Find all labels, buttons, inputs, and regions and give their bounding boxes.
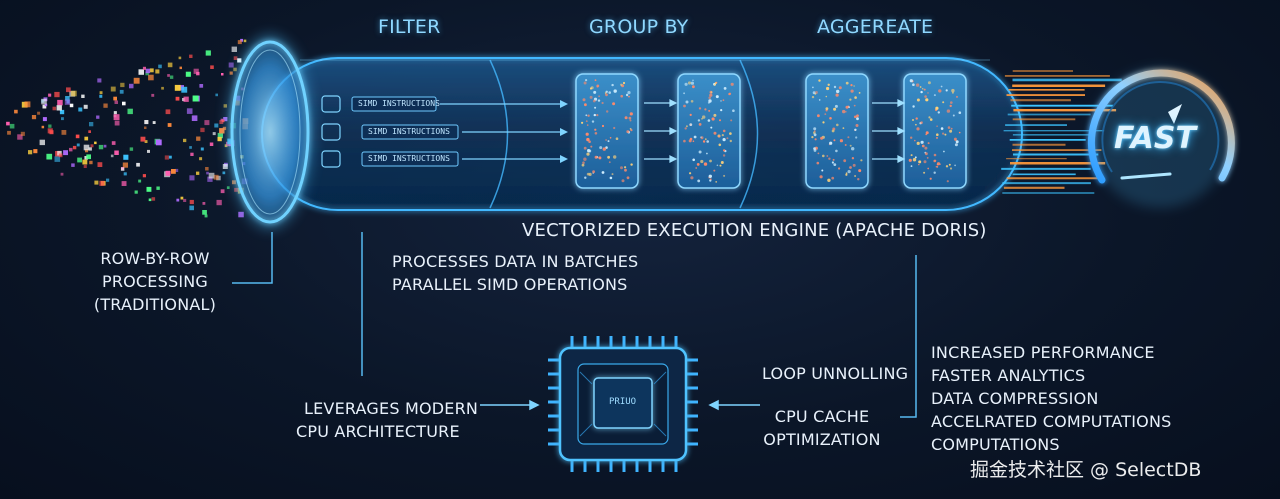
data-points-scatter xyxy=(6,38,249,218)
chip-arrows xyxy=(480,399,760,411)
row-processing-line-1: ROW-BY-ROW xyxy=(100,249,210,268)
watermark: 掘金技术社区 @ SelectDB xyxy=(970,459,1202,481)
speed-gauge xyxy=(1087,68,1235,208)
cpu-architecture-label: LEVERAGES MODERN CPU ARCHITECTURE xyxy=(296,397,478,443)
cpu-cache-line-1: CPU CACHE xyxy=(774,407,870,426)
connector-lines xyxy=(232,232,917,418)
cpu-architecture-line-2: CPU ARCHITECTURE xyxy=(296,422,460,441)
benefit-item-3: DATA COMPRESSION xyxy=(931,389,1099,408)
loop-unrolling-label: LOOP UNNOLLING xyxy=(762,364,909,383)
simd-row-label-1: SIMD INSTRUCTIONS xyxy=(358,99,440,108)
benefit-item-5: COMPUTATIONS xyxy=(931,435,1060,454)
engine-label: VECTORIZED EXECUTION ENGINE (APACHE DORI… xyxy=(522,220,987,241)
benefit-item-4: ACCELRATED COMPUTATIONS xyxy=(931,412,1172,431)
benefit-item-1: INCREASED PERFORMANCE xyxy=(931,343,1155,362)
row-processing-line-2: PROCESSING xyxy=(101,272,209,291)
fast-label: FAST xyxy=(1114,121,1196,156)
data-batches xyxy=(575,73,967,189)
simd-row-label-2: SIMD INSTRUCTIONS xyxy=(368,127,450,136)
stage-label-group-by: GROUP BY xyxy=(589,16,689,38)
row-entry-lens xyxy=(226,34,314,230)
batch-line-1: PROCESSES DATA IN BATCHES xyxy=(392,252,639,271)
stage-label-aggregate: AGGEREATE xyxy=(817,16,934,38)
cpu-cache-line-2: OPTIMIZATION xyxy=(763,430,881,449)
simd-row-label-3: SIMD INSTRUCTIONS xyxy=(368,154,450,163)
simd-rows xyxy=(321,95,568,168)
batch-processing-label: PROCESSES DATA IN BATCHES PARALLEL SIMD … xyxy=(392,250,638,296)
benefits-list: INCREASED PERFORMANCE FASTER ANALYTICS D… xyxy=(931,341,1171,456)
cpu-architecture-line-1: LEVERAGES MODERN xyxy=(304,399,479,418)
benefit-item-2: FASTER ANALYTICS xyxy=(931,366,1086,385)
batch-line-2: PARALLEL SIMD OPERATIONS xyxy=(392,275,628,294)
cpu-chip xyxy=(548,336,698,472)
stage-label-filter: FILTER xyxy=(378,16,441,38)
cpu-cache-label: CPU CACHE OPTIMIZATION xyxy=(763,405,881,451)
row-processing-line-3: (TRADITIONAL) xyxy=(93,295,217,314)
row-processing-label: ROW-BY-ROW PROCESSING (TRADITIONAL) xyxy=(84,247,226,316)
chip-label: PRIUO xyxy=(609,397,637,407)
